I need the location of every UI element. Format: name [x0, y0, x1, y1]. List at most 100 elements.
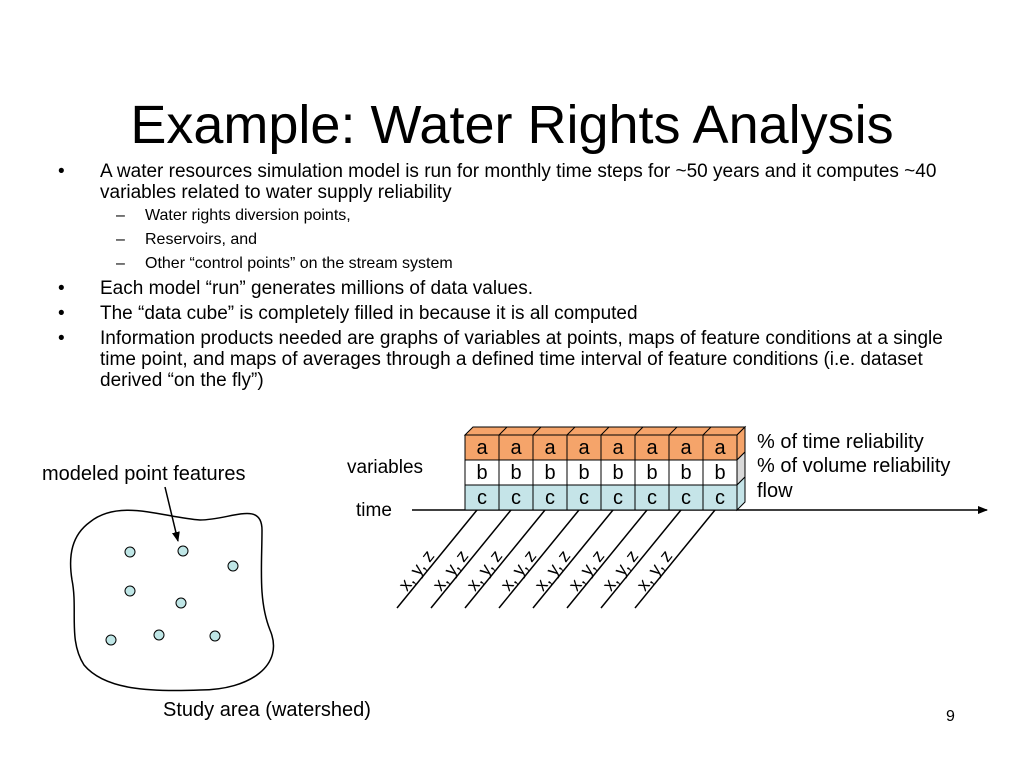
cube-cell-letter: c: [511, 487, 521, 509]
cube-cell: [464, 484, 500, 511]
slice-label: x, y, z: [462, 546, 506, 594]
slice-label: x, y, z: [496, 546, 540, 594]
cube-cell: [566, 434, 602, 461]
sub-bullet-list: – Water rights diversion points, – Reservo…: [100, 206, 978, 273]
cube-cell-letter: b: [680, 462, 691, 484]
time-slice-line: [498, 509, 580, 609]
point-feature: [177, 545, 189, 557]
cube-cell: [668, 484, 704, 511]
cube-cell: [532, 484, 568, 511]
variables-axis-label: variables: [347, 457, 423, 478]
cube-cell-letter: c: [477, 487, 487, 509]
slide-title: Example: Water Rights Analysis: [130, 95, 894, 156]
point-features: [105, 545, 239, 646]
cube-cell: [668, 434, 704, 461]
bullet-marker: •: [58, 328, 65, 349]
cube-top-edge: [702, 426, 712, 436]
point-feature: [153, 629, 165, 641]
cube-cell-letter: a: [544, 437, 556, 459]
page-number: 9: [946, 708, 955, 725]
time-slice-line: [464, 509, 546, 609]
time-axis-label: time: [356, 500, 392, 521]
cube-top-edge: [498, 426, 508, 436]
slice-label: x, y, z: [530, 546, 574, 594]
cube-top-edge: [634, 426, 644, 436]
cube-cell: [702, 484, 738, 511]
sub-bullet-item: – Reservoirs, and: [100, 230, 978, 249]
bullet-text: A water resources simulation model is ru…: [100, 161, 937, 203]
point-feature: [227, 560, 239, 572]
cube-cell-letter: b: [476, 462, 487, 484]
cube-cell-letter: c: [681, 487, 691, 509]
cube-cell: [498, 434, 534, 461]
cube-cell-letter: b: [612, 462, 623, 484]
cube-cell-letter: b: [544, 462, 555, 484]
bullet-item: • The “data cube” is completely filled i…: [58, 303, 978, 324]
cube-cell-letter: a: [680, 437, 692, 459]
cube-cell-letter: c: [647, 487, 657, 509]
row-label-a: % of time reliability: [757, 431, 924, 453]
cube-cell-letter: a: [714, 437, 726, 459]
cube-cell: [498, 459, 534, 486]
row-label-c: flow: [757, 480, 793, 502]
cube-top-edge: [566, 426, 576, 436]
time-slice-line: [566, 509, 648, 609]
cube-cell: [702, 434, 738, 461]
bullet-marker: •: [58, 303, 65, 324]
watershed-label: modeled point features: [42, 463, 245, 485]
cube-cell-letter: a: [476, 437, 488, 459]
slice-label: x, y, z: [564, 546, 608, 594]
cube-cell-letter: a: [612, 437, 624, 459]
cube-cell-letter: b: [646, 462, 657, 484]
slice-label: x, y, z: [428, 546, 472, 594]
cube-cell: [634, 434, 670, 461]
cube-cell-letter: b: [578, 462, 589, 484]
sub-bullet-marker: –: [116, 255, 125, 272]
slice-label: x, y, z: [598, 546, 642, 594]
point-feature: [175, 597, 187, 609]
cube-cell-letter: b: [714, 462, 725, 484]
time-slice-line: [634, 509, 716, 609]
sub-bullet-text: Other “control points” on the stream sys…: [145, 255, 453, 272]
point-feature: [209, 630, 221, 642]
sub-bullet-text: Reservoirs, and: [145, 231, 258, 248]
cube-cell-letter: a: [578, 437, 590, 459]
cube-cell: [634, 459, 670, 486]
row-label-b: % of volume reliability: [757, 455, 950, 477]
bullet-marker: •: [58, 161, 65, 182]
time-slices: x, y, zx, y, zx, y, zx, y, zx, y, zx, y,…: [394, 509, 716, 609]
sub-bullet-item: – Water rights diversion points,: [100, 206, 978, 225]
cube-cell-letter: c: [613, 487, 623, 509]
cube-top-edge: [532, 426, 542, 436]
study-area-label: Study area (watershed): [163, 699, 371, 721]
point-feature: [124, 546, 136, 558]
bullet-text: Each model “run” generates millions of d…: [100, 278, 534, 299]
bullet-item: • Information products needed are graphs…: [58, 328, 978, 391]
sub-bullet-marker: –: [116, 231, 125, 248]
time-slice-line: [396, 509, 478, 609]
bullet-text: The “data cube” is completely filled in …: [100, 303, 638, 324]
sub-bullet-marker: –: [116, 207, 125, 224]
cube-cell: [600, 484, 636, 511]
cube-cell-letter: c: [579, 487, 589, 509]
sub-bullet-item: – Other “control points” on the stream sy…: [100, 254, 978, 273]
watershed-boundary: [69, 509, 275, 692]
slice-label: x, y, z: [394, 546, 438, 594]
cube-cell-letter: c: [545, 487, 555, 509]
time-slice-line: [532, 509, 614, 609]
cube-top-edge: [668, 426, 678, 436]
cube-cell-letter: c: [715, 487, 725, 509]
time-slice-line: [600, 509, 682, 609]
cube-cell: [498, 484, 534, 511]
slice-label: x, y, z: [632, 546, 676, 594]
cube-cell-letter: a: [646, 437, 658, 459]
cube-top-edge: [600, 426, 610, 436]
sub-bullet-text: Water rights diversion points,: [145, 207, 351, 224]
bullet-list: • A water resources simulation model is …: [58, 161, 978, 395]
bullet-item: • Each model “run” generates millions of…: [58, 278, 978, 299]
watershed-label-arrow: [164, 486, 180, 542]
time-slice-line: [430, 509, 512, 609]
point-feature: [124, 585, 136, 597]
bullet-item: • A water resources simulation model is …: [58, 161, 978, 273]
